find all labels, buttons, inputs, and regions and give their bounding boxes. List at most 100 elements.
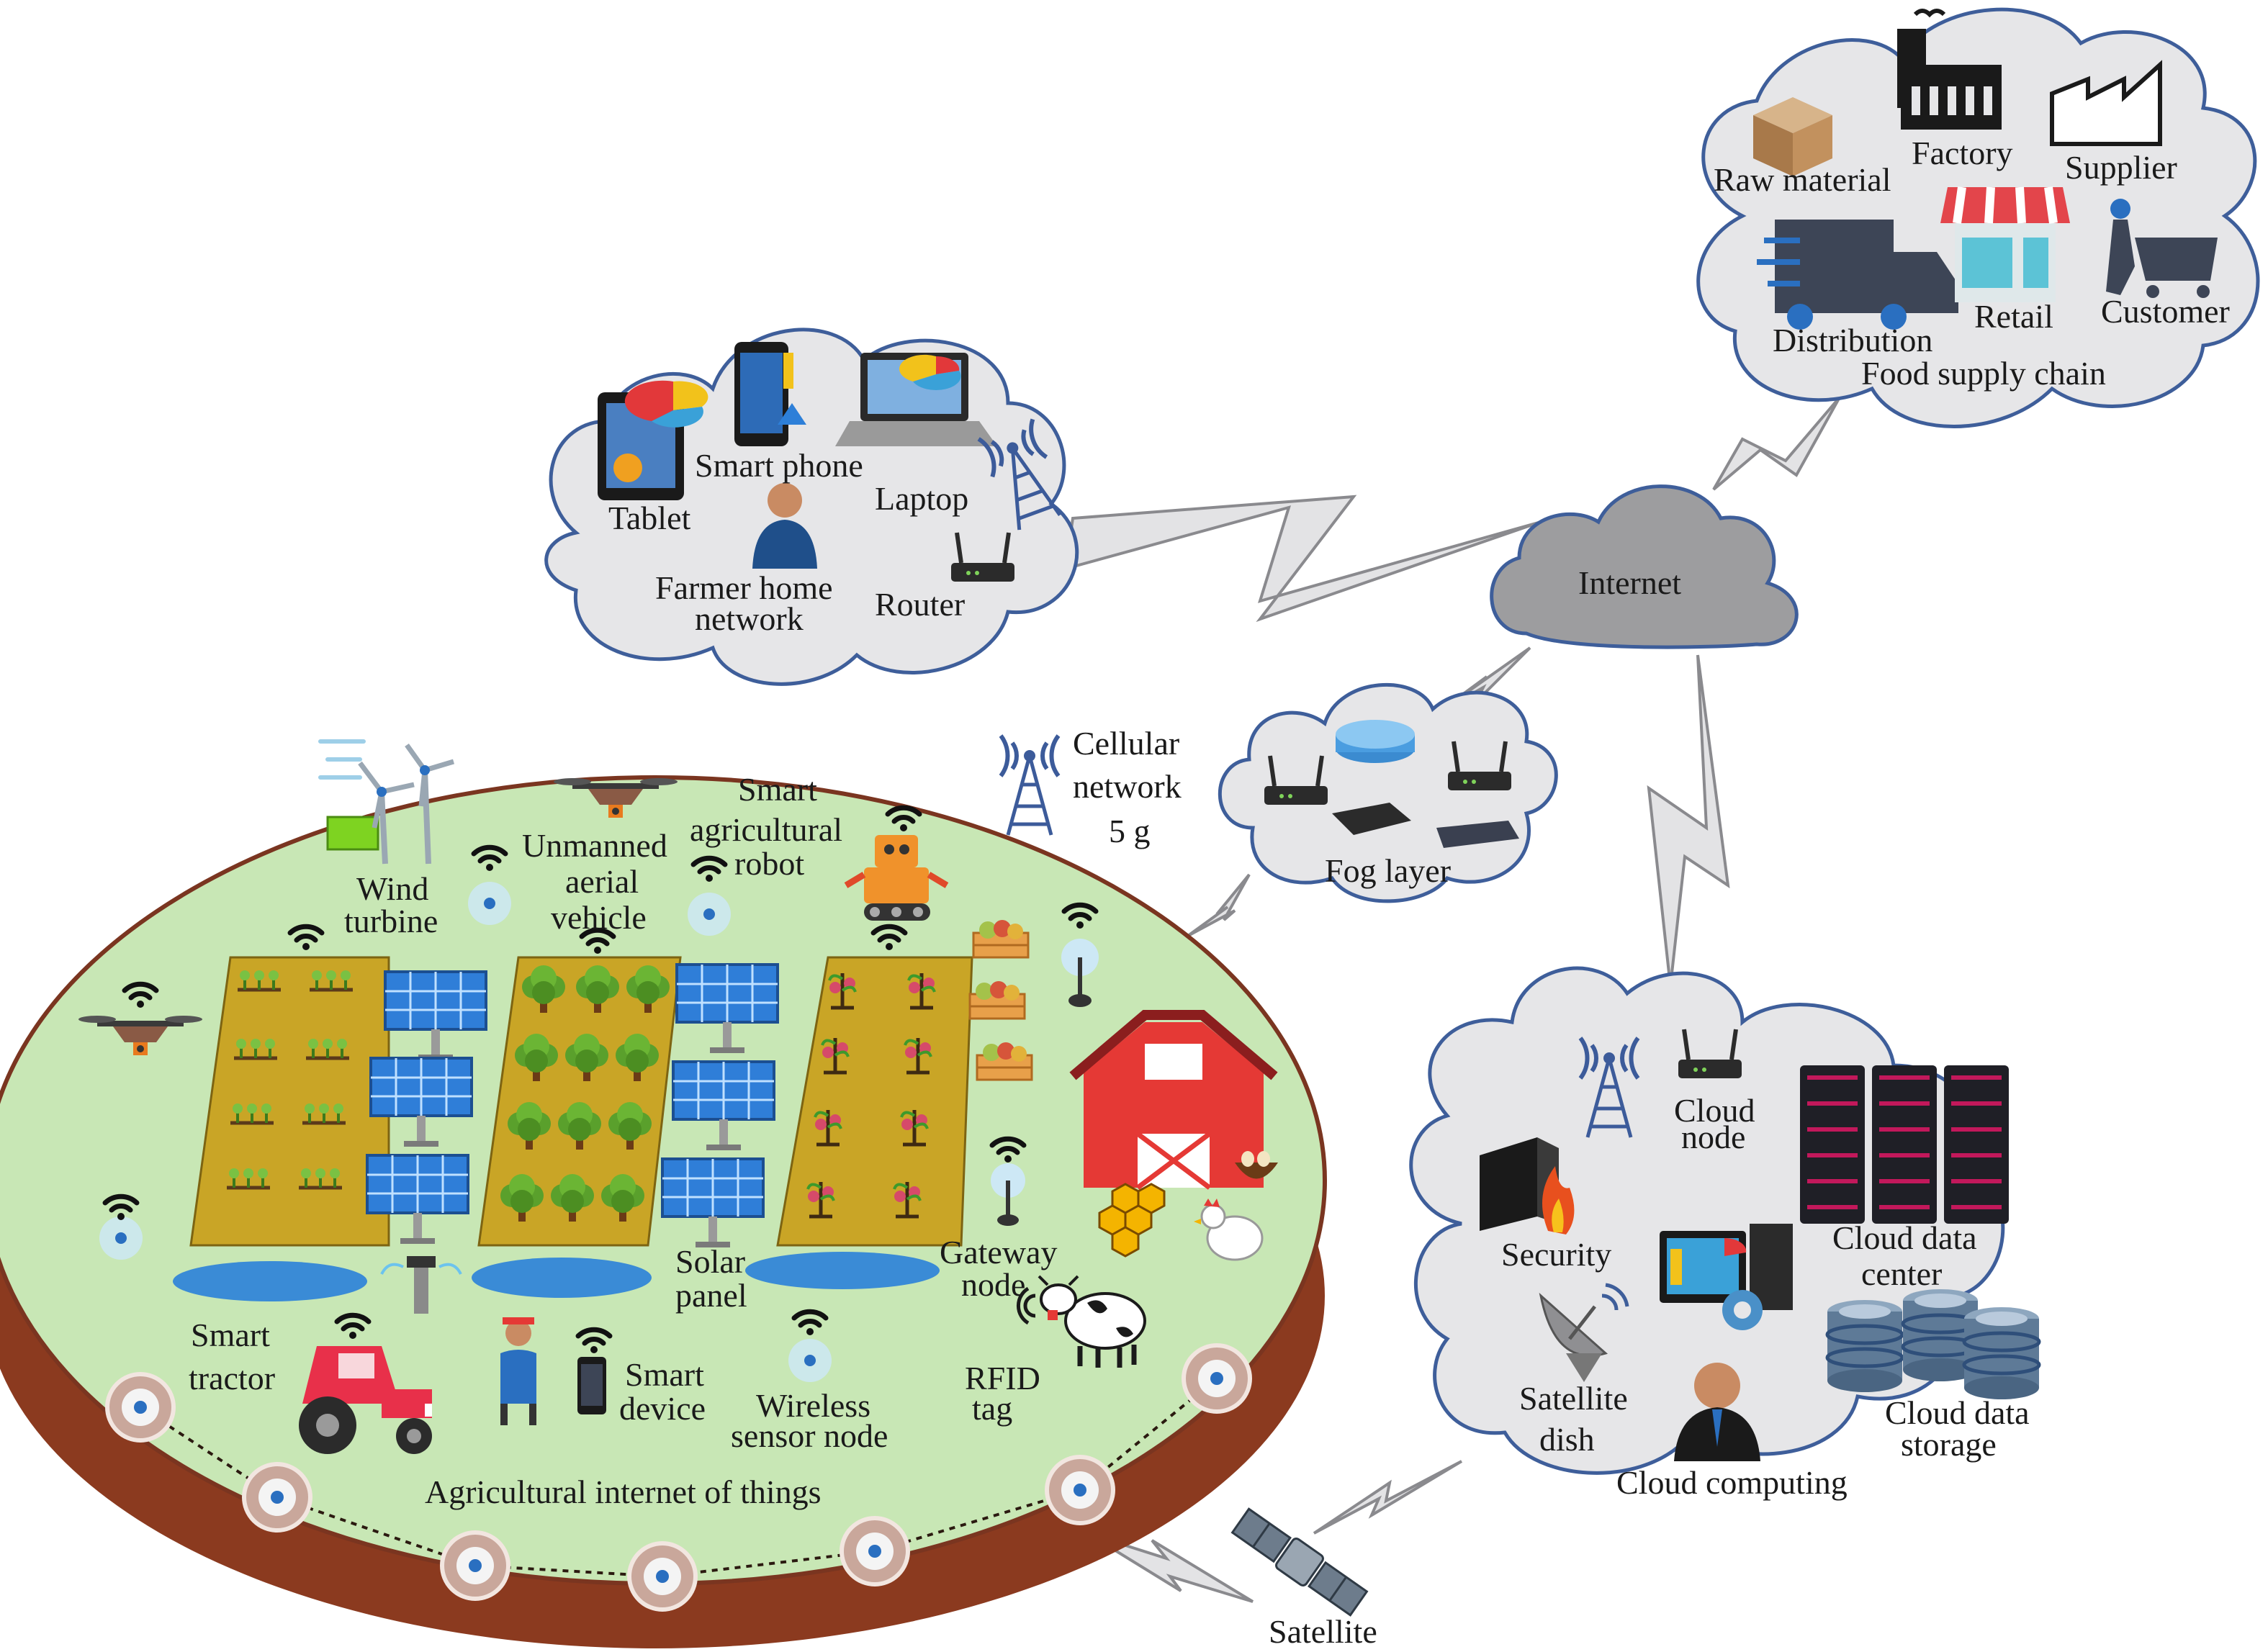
internet-cloud: Internet [1490, 484, 1799, 649]
produce-crate-icon-3 [976, 1041, 1033, 1081]
gateway-antenna-icon-1 [1061, 939, 1099, 1007]
label-supplier: Supplier [2065, 149, 2177, 186]
label-satellite-dish-line1: Satellite [1519, 1380, 1628, 1417]
sensor-node-icon-4 [788, 1339, 832, 1382]
fog-layer-cloud: Fog layer [1218, 682, 1558, 903]
water-pond-icons [173, 1252, 940, 1301]
label-aiot: Agricultural internet of things [425, 1473, 822, 1510]
link-fog-farm [1187, 873, 1251, 937]
label-gateway-line2: node [961, 1266, 1025, 1303]
label-cloud-dc-line1: Cloud data [1832, 1219, 1977, 1256]
rfid-signal-icon [1016, 1286, 1036, 1325]
produce-crate-icon-1 [972, 918, 1030, 959]
farmer-worker-icon [500, 1317, 536, 1425]
server-rack-icon-2 [1872, 1065, 1937, 1224]
label-solar-line1: Solar [675, 1243, 745, 1280]
barn-icon [1069, 1010, 1278, 1190]
label-robot-line2: agricultural [690, 811, 842, 848]
cellular-network: Cellular network 5 g [1001, 725, 1182, 849]
label-solar-line2: panel [675, 1277, 747, 1314]
pie-chart-icon [624, 380, 708, 428]
server-rack-icon-3 [1944, 1065, 2009, 1224]
label-internet: Internet [1578, 564, 1681, 601]
ring-node-icon-2 [244, 1464, 310, 1530]
cloud-computing-user-avatar [1674, 1363, 1760, 1461]
smart-device-phone-icon [577, 1357, 606, 1414]
ring-node-icon-5 [842, 1518, 908, 1584]
link-internet-cloud [1647, 654, 1730, 987]
label-cloud-computing: Cloud computing [1616, 1464, 1848, 1501]
label-security: Security [1501, 1236, 1611, 1273]
distribution-truck-icon [1757, 220, 1958, 330]
crop-plot-sprouts [189, 956, 390, 1247]
ring-node-icon-7 [1184, 1345, 1250, 1412]
ring-node-icon-6 [1047, 1457, 1113, 1523]
label-cellular-line2: network [1073, 768, 1182, 805]
label-farmer-home: Farmer home [655, 569, 833, 606]
fog-hub-icon [1436, 821, 1519, 848]
label-cloud-node-line2: node [1681, 1119, 1745, 1155]
link-satellite-cloud [1313, 1460, 1463, 1535]
label-tablet: Tablet [608, 500, 691, 536]
sprinkler-icon [380, 1256, 462, 1314]
sensor-node-icon-3 [99, 1217, 143, 1260]
gateway-antenna-icon-2 [991, 1163, 1025, 1226]
label-smart-phone: Smart phone [695, 447, 863, 484]
label-cloud-node-line1: Cloud [1674, 1092, 1755, 1129]
sensor-node-icon-2 [688, 893, 731, 936]
link-internet-supplychain [1712, 396, 1841, 491]
label-raw-material: Raw material [1714, 161, 1891, 198]
chicken-icon [1194, 1199, 1264, 1261]
cloud-shape [1218, 682, 1558, 903]
label-fog-layer: Fog layer [1325, 852, 1451, 889]
egg-basket-icon [1235, 1151, 1278, 1179]
produce-crate-icon-2 [968, 980, 1026, 1020]
fog-modem-icon [1332, 803, 1411, 835]
smart-tractor-icon [299, 1346, 432, 1454]
label-wind-line1: Wind [356, 870, 428, 907]
link-farm-satellite [1086, 1532, 1254, 1603]
label-router: Router [875, 586, 965, 623]
label-device-line1: Smart [625, 1356, 704, 1393]
wind-turbine-icon [318, 739, 455, 865]
laptop-icon [835, 353, 997, 446]
smart-phone-icon [734, 342, 806, 446]
satellite: Satellite [1230, 1507, 1377, 1650]
label-robot-line1: Smart [738, 771, 817, 808]
label-gateway-line1: Gateway [940, 1234, 1057, 1270]
supplier-factory-outline-icon [2050, 60, 2162, 146]
label-tractor-line2: tractor [189, 1360, 275, 1396]
link-home-internet [1063, 495, 1542, 623]
label-cloud-dc-line2: center [1861, 1255, 1942, 1292]
label-factory: Factory [1912, 135, 2013, 171]
label-distribution: Distribution [1773, 322, 1932, 358]
raw-material-box-icon [1753, 97, 1832, 176]
farmer-home-network-cloud: Tablet Smart phone Laptop Farmer home ne… [544, 328, 1079, 686]
label-customer: Customer [2101, 293, 2230, 330]
label-device-line2: device [619, 1390, 706, 1427]
crop-plot-trees [477, 956, 682, 1247]
cow-icon [1038, 1275, 1146, 1368]
analytics-computer-icon [1660, 1224, 1793, 1330]
label-wsn-line2: sensor node [731, 1417, 888, 1454]
agricultural-iot-farm: Wind turbine Unmanned aerial vehicle Sma… [0, 739, 1327, 1648]
label-wind-line2: turbine [344, 903, 438, 939]
label-uav-line3: vehicle [551, 899, 647, 936]
cloud-storage-db-icon-1 [1827, 1300, 1902, 1392]
sensor-node-icon-1 [468, 882, 511, 925]
label-cloud-storage-line1: Cloud data [1885, 1394, 2030, 1431]
food-supply-chain-cloud: Raw material Factory Supplier Distributi… [1696, 7, 2260, 428]
factory-icon [1897, 9, 2002, 130]
ring-node-icon-3 [442, 1533, 508, 1599]
customer-cart-icon [2106, 199, 2218, 298]
cloud-computing-cloud: Cloud node Security Cloud data center Sa… [1409, 966, 2039, 1501]
label-uav-line1: Unmanned [522, 827, 667, 864]
server-rack-icon-1 [1800, 1065, 1865, 1224]
cloud-shape [1490, 484, 1799, 649]
label-rfid-line2: tag [972, 1390, 1012, 1427]
label-cellular-line1: Cellular [1073, 725, 1179, 762]
fog-switch-icon [1336, 720, 1415, 763]
cellular-tower-icon [1001, 736, 1058, 835]
label-retail: Retail [1974, 298, 2053, 335]
farmer-avatar [752, 483, 817, 569]
